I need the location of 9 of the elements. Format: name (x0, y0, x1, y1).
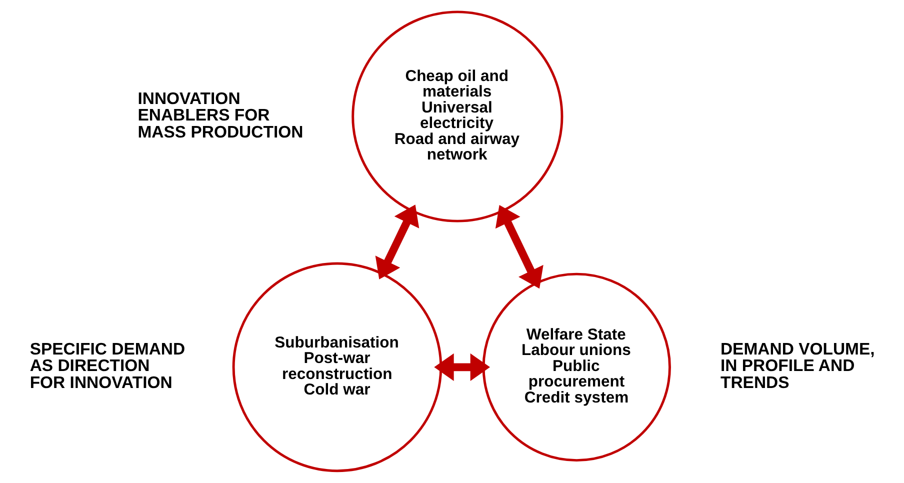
arrow (375, 204, 420, 280)
node-circle: Welfare State Labour unions Public procurement Credit system (482, 272, 671, 462)
arrow (495, 204, 544, 289)
node-circle: Suburbanisation Post-war reconstruction Cold war (232, 262, 442, 472)
arrow (434, 353, 490, 381)
node-circle: Cheap oil and materials Universal electricity Road and airway network (352, 10, 564, 222)
node-label: SPECIFIC DEMAND AS DIRECTION FOR INNOVATION (30, 339, 186, 392)
node-label: INNOVATION ENABLERS FOR MASS PRODUCTION (138, 88, 304, 142)
node-label: DEMAND VOLUME, IN PROFILE AND TRENDS (720, 339, 875, 392)
